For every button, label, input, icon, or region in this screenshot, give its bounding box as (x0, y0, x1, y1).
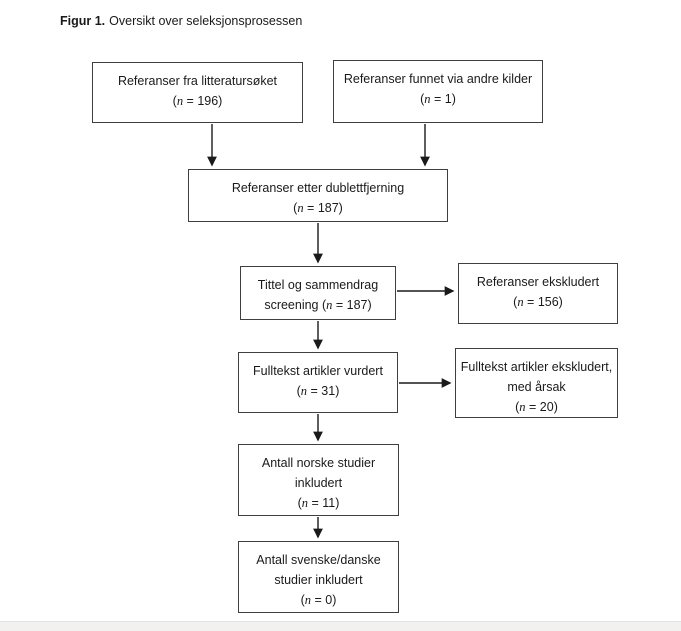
box-fulltext-assessed: Fulltekst artikler vurdert (n = 31) (238, 352, 398, 413)
box-fulltext-excluded: Fulltekst artikler ekskludert, med årsak (… (455, 348, 618, 418)
box-literature-search: Referanser fra litteratursøket (n = 196) (92, 62, 303, 123)
box-line: (n = 31) (296, 384, 340, 398)
box-line: Referanser etter dublettfjerning (231, 181, 405, 195)
box-line: (n = 187) (293, 201, 343, 215)
box-line: (n = 11) (297, 496, 340, 510)
page-edge-divider (0, 621, 681, 631)
figure-title-text: Oversikt over seleksjonsprosessen (109, 14, 303, 28)
box-line: screening (n = 187) (264, 298, 372, 312)
box-other-sources: Referanser funnet via andre kilder (n = 1… (333, 60, 543, 123)
box-line: (n = 0) (300, 593, 337, 607)
box-norwegian-included: Antall norske studier inkludert (n = 11) (238, 444, 399, 516)
box-after-deduplication: Referanser etter dublettfjerning (n = 187… (188, 169, 448, 222)
box-line: (n = 1) (420, 92, 456, 106)
box-line: (n = 20) (515, 400, 558, 414)
box-line: Antall norske studier (261, 456, 376, 470)
box-line: Referanser ekskludert (476, 275, 600, 289)
box-line: Referanser funnet via andre kilder (343, 72, 533, 86)
box-line: (n = 156) (513, 295, 563, 309)
box-line: Referanser fra litteratursøket (117, 74, 278, 88)
box-line: (n = 196) (172, 94, 223, 108)
box-line: studier inkludert (274, 573, 363, 587)
box-line: Fulltekst artikler vurdert (253, 364, 383, 378)
box-references-excluded: Referanser ekskludert (n = 156) (458, 263, 618, 324)
box-line: inkludert (294, 476, 343, 490)
box-swedish-danish-included: Antall svenske/danske studier inkludert (n… (238, 541, 399, 613)
box-line: Antall svenske/danske (256, 553, 381, 567)
figure-title: Figur 1.Oversikt over seleksjonsprosesse… (60, 13, 302, 29)
box-line: med årsak (507, 380, 566, 394)
box-title-abstract-screening: Tittel og sammendrag screening (n = 187) (240, 266, 396, 320)
box-line: Tittel og sammendrag (257, 278, 379, 292)
box-line: Fulltekst artikler ekskludert, (460, 360, 613, 374)
figure-title-label: Figur 1. (60, 14, 106, 28)
